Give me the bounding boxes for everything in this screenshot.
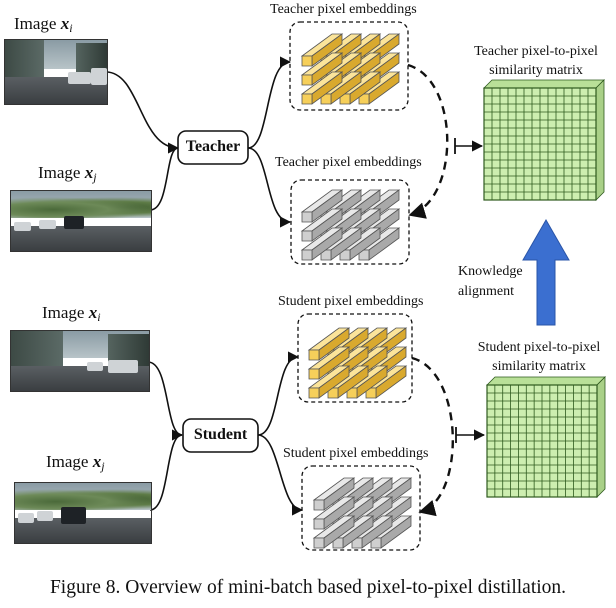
image-j-student-photo [14,482,152,544]
student-emb-box-bottom [301,465,421,551]
embedding-cell [313,499,325,511]
embedding-cell [320,93,332,105]
teacher-emb-box-top [289,21,409,111]
image-i-teacher-label: Image xi [14,14,73,35]
student-node-box [182,418,259,453]
embedding-cell [301,55,313,67]
embedding-cell [301,211,313,223]
teacher-embedding-gray [300,189,401,261]
teacher-node-box [177,130,249,165]
student-embedding-gray [312,477,413,549]
embedding-cell [358,93,370,105]
connector-teacher-to-emb-top [247,56,292,149]
teacher-similarity-matrix [483,79,605,201]
teacher-dashed-bracket [407,63,449,219]
embedding-cell [313,518,325,530]
student-embedding-yellow [307,327,408,399]
embedding-cell [339,93,351,105]
image-i-student-photo [10,330,150,392]
student-node-label: Student [193,426,248,443]
embedding-cell [365,387,377,399]
image-i-teacher-photo [4,39,108,105]
embedding-cell [339,249,351,261]
image-i-student-label: Image xi [42,303,101,324]
knowledge-alignment-arrow [522,218,570,326]
connector-image-i-to-student [147,361,184,441]
image-j-teacher-label: Image xj [38,163,97,184]
student-emb-box-top [297,313,413,403]
embedding-cell [370,537,382,549]
student-dashed-bracket [411,356,454,517]
embedding-cell [346,387,358,399]
connector-teacher-to-emb-bottom [247,147,292,228]
embedding-cell [332,537,344,549]
image-j-student-label: Image xj [46,452,105,473]
connector-student-to-emb-top [257,351,300,436]
connector-student-to-emb-bottom [257,434,304,516]
teacher-matrix-label: Teacher pixel-to-pixel similarity matrix [474,44,598,78]
knowledge-alignment-label: Knowledge alignment [458,264,523,299]
embedding-cell [301,249,313,261]
connector-image-j-to-teacher [149,147,179,211]
connector-image-j-to-student [149,434,183,511]
teacher-emb-label-bottom: Teacher pixel embeddings [275,155,422,170]
teacher-emb-box-bottom [290,179,410,265]
teacher-node-label: Teacher [185,138,241,155]
image-j-teacher-photo [10,190,152,252]
figure-caption: Figure 8. Overview of mini-batch based p… [49,577,567,598]
student-emb-label-bottom: Student pixel embeddings [283,446,429,461]
connector-image-i-to-teacher [105,71,180,154]
embedding-cell [301,74,313,86]
embedding-cell [320,249,332,261]
student-matrix-label: Student pixel-to-pixel similarity matrix [477,340,601,374]
student-similarity-matrix [486,376,606,498]
embedding-cell [301,230,313,242]
embedding-cell [308,368,320,380]
teacher-emb-label-top: Teacher pixel embeddings [270,2,417,17]
teacher-embedding-yellow [300,33,401,105]
embedding-cell [301,93,313,105]
embedding-cell [351,537,363,549]
embedding-cell [327,387,339,399]
embedding-cell [313,537,325,549]
embedding-cell [308,387,320,399]
embedding-cell [358,249,370,261]
student-emb-label-top: Student pixel embeddings [278,294,424,309]
embedding-cell [308,349,320,361]
